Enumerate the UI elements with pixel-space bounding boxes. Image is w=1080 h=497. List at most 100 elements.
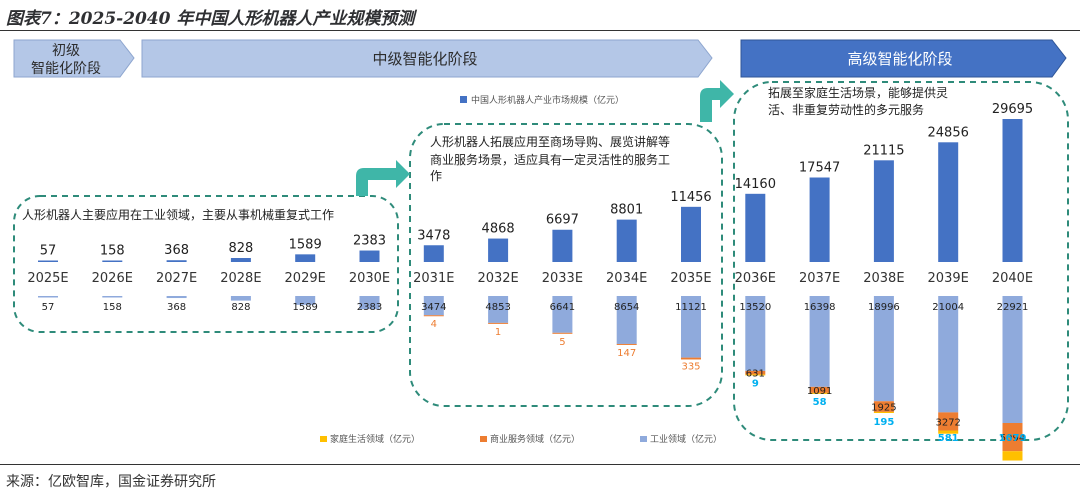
figure-title: 图表7：2025-2040 年中国人形机器人产业规模预测 — [6, 9, 415, 29]
bar-commercial-2036E — [745, 370, 766, 375]
bar-household-2038E — [873, 411, 894, 413]
stage-banners: 初级 智能化阶段 中级智能化阶段 高级智能化阶段 — [13, 39, 1067, 78]
bar-industrial-2025E — [38, 296, 58, 298]
dashed-box-industrial — [13, 195, 399, 333]
annotation-commercial-line3: 作 — [430, 169, 442, 183]
label-commercial-2036E: 631 — [746, 369, 765, 380]
tick-label-2037E: 2037E — [799, 271, 840, 286]
bar-total-2040E — [1002, 119, 1023, 262]
label-total-2034E: 8801 — [610, 203, 643, 218]
label-commercial-2031E: 4 — [431, 319, 437, 330]
label-household-2038E: 195 — [873, 417, 894, 428]
label-commercial-2034E: 147 — [617, 348, 636, 359]
bar-total-2031E — [423, 245, 444, 262]
bar-industrial-2034E — [616, 296, 637, 344]
top-rule — [0, 30, 1080, 31]
label-industrial-2033E: 6641 — [550, 302, 575, 313]
bar-total-2033E — [552, 229, 573, 262]
label-industrial-2031E: 3474 — [421, 302, 446, 313]
label-total-2025E: 57 — [40, 244, 57, 259]
tick-label-2029E: 2029E — [285, 271, 326, 286]
label-total-2032E: 4868 — [482, 222, 515, 237]
label-total-2036E: 14160 — [735, 177, 776, 192]
label-total-2033E: 6697 — [546, 213, 579, 228]
bar-commercial-2039E — [938, 412, 959, 431]
label-industrial-2029E: 1589 — [292, 302, 317, 313]
label-total-2028E: 828 — [228, 241, 253, 256]
tick-label-2036E: 2036E — [735, 271, 776, 286]
bar-industrial-2037E — [809, 296, 830, 387]
tick-label-2027E: 2027E — [156, 271, 197, 286]
bar-total-2025E — [38, 260, 58, 262]
bar-industrial-2033E — [552, 296, 573, 333]
bar-industrial-2032E — [488, 296, 509, 323]
legend-household-label: 家庭生活领域（亿元） — [330, 433, 420, 445]
label-total-2038E: 21115 — [863, 143, 904, 158]
bar-industrial-2029E — [295, 296, 316, 305]
bar-commercial-2031E — [423, 315, 444, 317]
label-industrial-2028E: 828 — [231, 302, 250, 313]
bar-industrial-2030E — [359, 296, 380, 310]
bar-industrial-2036E — [745, 296, 766, 371]
label-industrial-2030E: 2383 — [357, 302, 382, 313]
label-commercial-2037E: 1091 — [807, 386, 832, 397]
label-total-2027E: 368 — [164, 243, 189, 258]
bar-household-2037E — [809, 392, 830, 394]
source-note: 来源：亿欧智库，国金证券研究所 — [6, 474, 216, 490]
bar-commercial-2037E — [809, 386, 830, 393]
label-commercial-2038E: 1925 — [871, 403, 896, 414]
bar-total-2038E — [873, 160, 894, 262]
bar-commercial-2034E — [616, 343, 637, 345]
bar-industrial-2038E — [873, 296, 894, 402]
bar-total-2027E — [166, 260, 187, 262]
tick-label-2038E: 2038E — [863, 271, 904, 286]
label-total-2031E: 3478 — [417, 228, 450, 243]
legend-industrial-swatch — [640, 436, 647, 442]
bar-total-2030E — [359, 250, 380, 262]
bar-industrial-2031E — [423, 296, 444, 316]
bar-total-2028E — [230, 258, 251, 262]
bar-total-2026E — [102, 260, 123, 262]
bar-commercial-2033E — [552, 332, 573, 334]
bar-industrial-2040E — [1002, 296, 1023, 423]
label-total-2029E: 1589 — [289, 237, 322, 252]
dashed-box-commercial — [409, 123, 723, 407]
bar-commercial-2035E — [681, 357, 701, 360]
label-industrial-2036E: 13520 — [739, 302, 771, 313]
bar-total-2034E — [616, 219, 637, 262]
legend-industrial-label: 工业领域（亿元） — [650, 433, 722, 445]
tick-label-2030E: 2030E — [349, 271, 390, 286]
tick-label-2028E: 2028E — [220, 271, 261, 286]
label-commercial-2033E: 5 — [559, 337, 565, 348]
legend-commercial-label: 商业服务领域（亿元） — [490, 433, 580, 445]
arrow-to-commercial-icon — [356, 160, 410, 196]
tick-label-2035E: 2035E — [670, 271, 711, 286]
label-industrial-2039E: 21004 — [932, 302, 964, 313]
label-industrial-2034E: 8654 — [614, 302, 639, 313]
annotation-household-line2: 活、非重复劳动性的多元服务 — [768, 102, 924, 117]
label-industrial-2032E: 4853 — [485, 302, 510, 313]
tick-label-2025E: 2025E — [27, 271, 68, 286]
label-total-2037E: 17547 — [799, 161, 840, 176]
bar-commercial-2038E — [873, 401, 894, 412]
label-commercial-2035E: 335 — [681, 362, 700, 373]
label-industrial-2027E: 368 — [167, 302, 186, 313]
bar-total-2039E — [938, 142, 959, 262]
stage-middle-label: 中级智能化阶段 — [372, 50, 477, 68]
legend-commercial-swatch — [480, 436, 487, 442]
arrow-to-household-icon — [700, 80, 734, 122]
bar-household-2039E — [938, 430, 959, 434]
tick-label-2031E: 2031E — [413, 271, 454, 286]
annotation-commercial-line2: 商业服务场景，适应具有一定灵活性的服务工 — [430, 152, 670, 167]
stage-advanced-label: 高级智能化阶段 — [847, 50, 952, 68]
tick-label-2039E: 2039E — [928, 271, 969, 286]
label-total-2030E: 2383 — [353, 234, 386, 249]
bar-total-2035E — [681, 206, 701, 262]
label-household-2039E: 581 — [938, 433, 959, 444]
bar-total-2029E — [295, 254, 316, 262]
label-commercial-2039E: 3272 — [935, 417, 960, 428]
bar-total-2036E — [745, 193, 766, 262]
label-total-2040E: 29695 — [992, 102, 1033, 117]
bar-commercial-2040E — [1002, 423, 1023, 452]
